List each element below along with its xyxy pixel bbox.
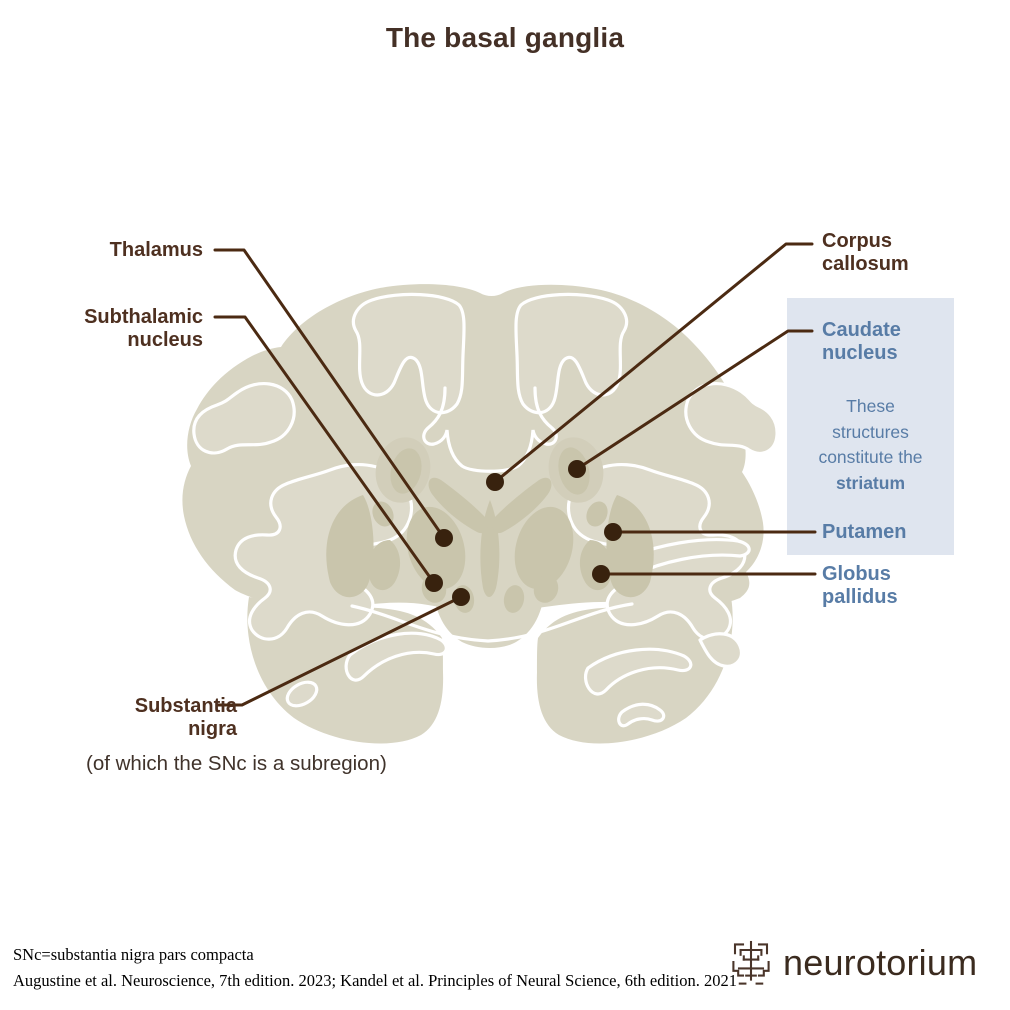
right-globus-pallidus-upper: [586, 501, 608, 527]
label-globus-pallidus-line2: pallidus: [822, 586, 898, 608]
right-thalamus: [514, 506, 574, 590]
right-temporal-crescent: [584, 647, 693, 696]
label-putamen: Putamen: [822, 521, 906, 544]
striatum-box-caption: These structures constitute the striatum: [787, 394, 954, 496]
label-corpus-callosum-line2: callosum: [822, 253, 909, 275]
striatum-caption-line1: These: [846, 396, 895, 416]
label-globus-pallidus: Globus pallidus: [822, 563, 898, 609]
right-temporal-squiggle: [617, 702, 666, 728]
brain-coronal-section: [182, 284, 779, 744]
label-subthalamic-line1: Subthalamic: [84, 306, 203, 328]
striatum-caption-line2: structures: [832, 421, 909, 442]
footnote-abbreviation: SNc=substantia nigra pars compacta: [13, 945, 254, 964]
label-substantia-nigra: Substantia nigra: [135, 695, 237, 741]
striatum-highlight-box: [787, 298, 954, 555]
label-thalamus: Thalamus: [110, 239, 203, 262]
label-substantia-nigra-line2: nigra: [188, 718, 237, 740]
striatum-caption-emphasis: striatum: [835, 472, 906, 493]
right-temporal-wing: [698, 632, 743, 668]
label-thalamus-text: Thalamus: [109, 239, 203, 261]
label-subthalamic-nucleus: Subthalamic nucleus: [84, 306, 203, 352]
neurotorium-wordmark: neurotorium: [783, 942, 978, 983]
label-caudate-nucleus: Caudate nucleus: [822, 319, 901, 365]
right-fornix-leaf: [492, 477, 552, 534]
label-globus-pallidus-line1: Globus: [822, 563, 891, 585]
label-subthalamic-line2: nucleus: [127, 329, 203, 351]
striatum-caption-line3: constitute the: [818, 447, 923, 467]
label-substantia-nigra-line1: Substantia: [134, 695, 237, 717]
label-corpus-callosum-line1: Corpus: [822, 230, 892, 252]
label-corpus-callosum: Corpus callosum: [822, 230, 909, 276]
right-subthalamic-region: [533, 575, 559, 603]
label-caudate-line1: Caudate: [822, 319, 901, 341]
label-caudate-line2: nucleus: [822, 342, 898, 364]
neurotorium-tree-icon: [732, 940, 770, 985]
footnote-references: Augustine et al. Neuroscience, 7th editi…: [13, 971, 737, 990]
figure-title: The basal ganglia: [385, 22, 625, 53]
substantia-nigra-note: (of which the SNc is a subregion): [86, 752, 387, 775]
right-putamen: [606, 495, 654, 598]
label-putamen-text: Putamen: [822, 521, 907, 543]
right-substantia-nigra-region: [503, 585, 525, 613]
